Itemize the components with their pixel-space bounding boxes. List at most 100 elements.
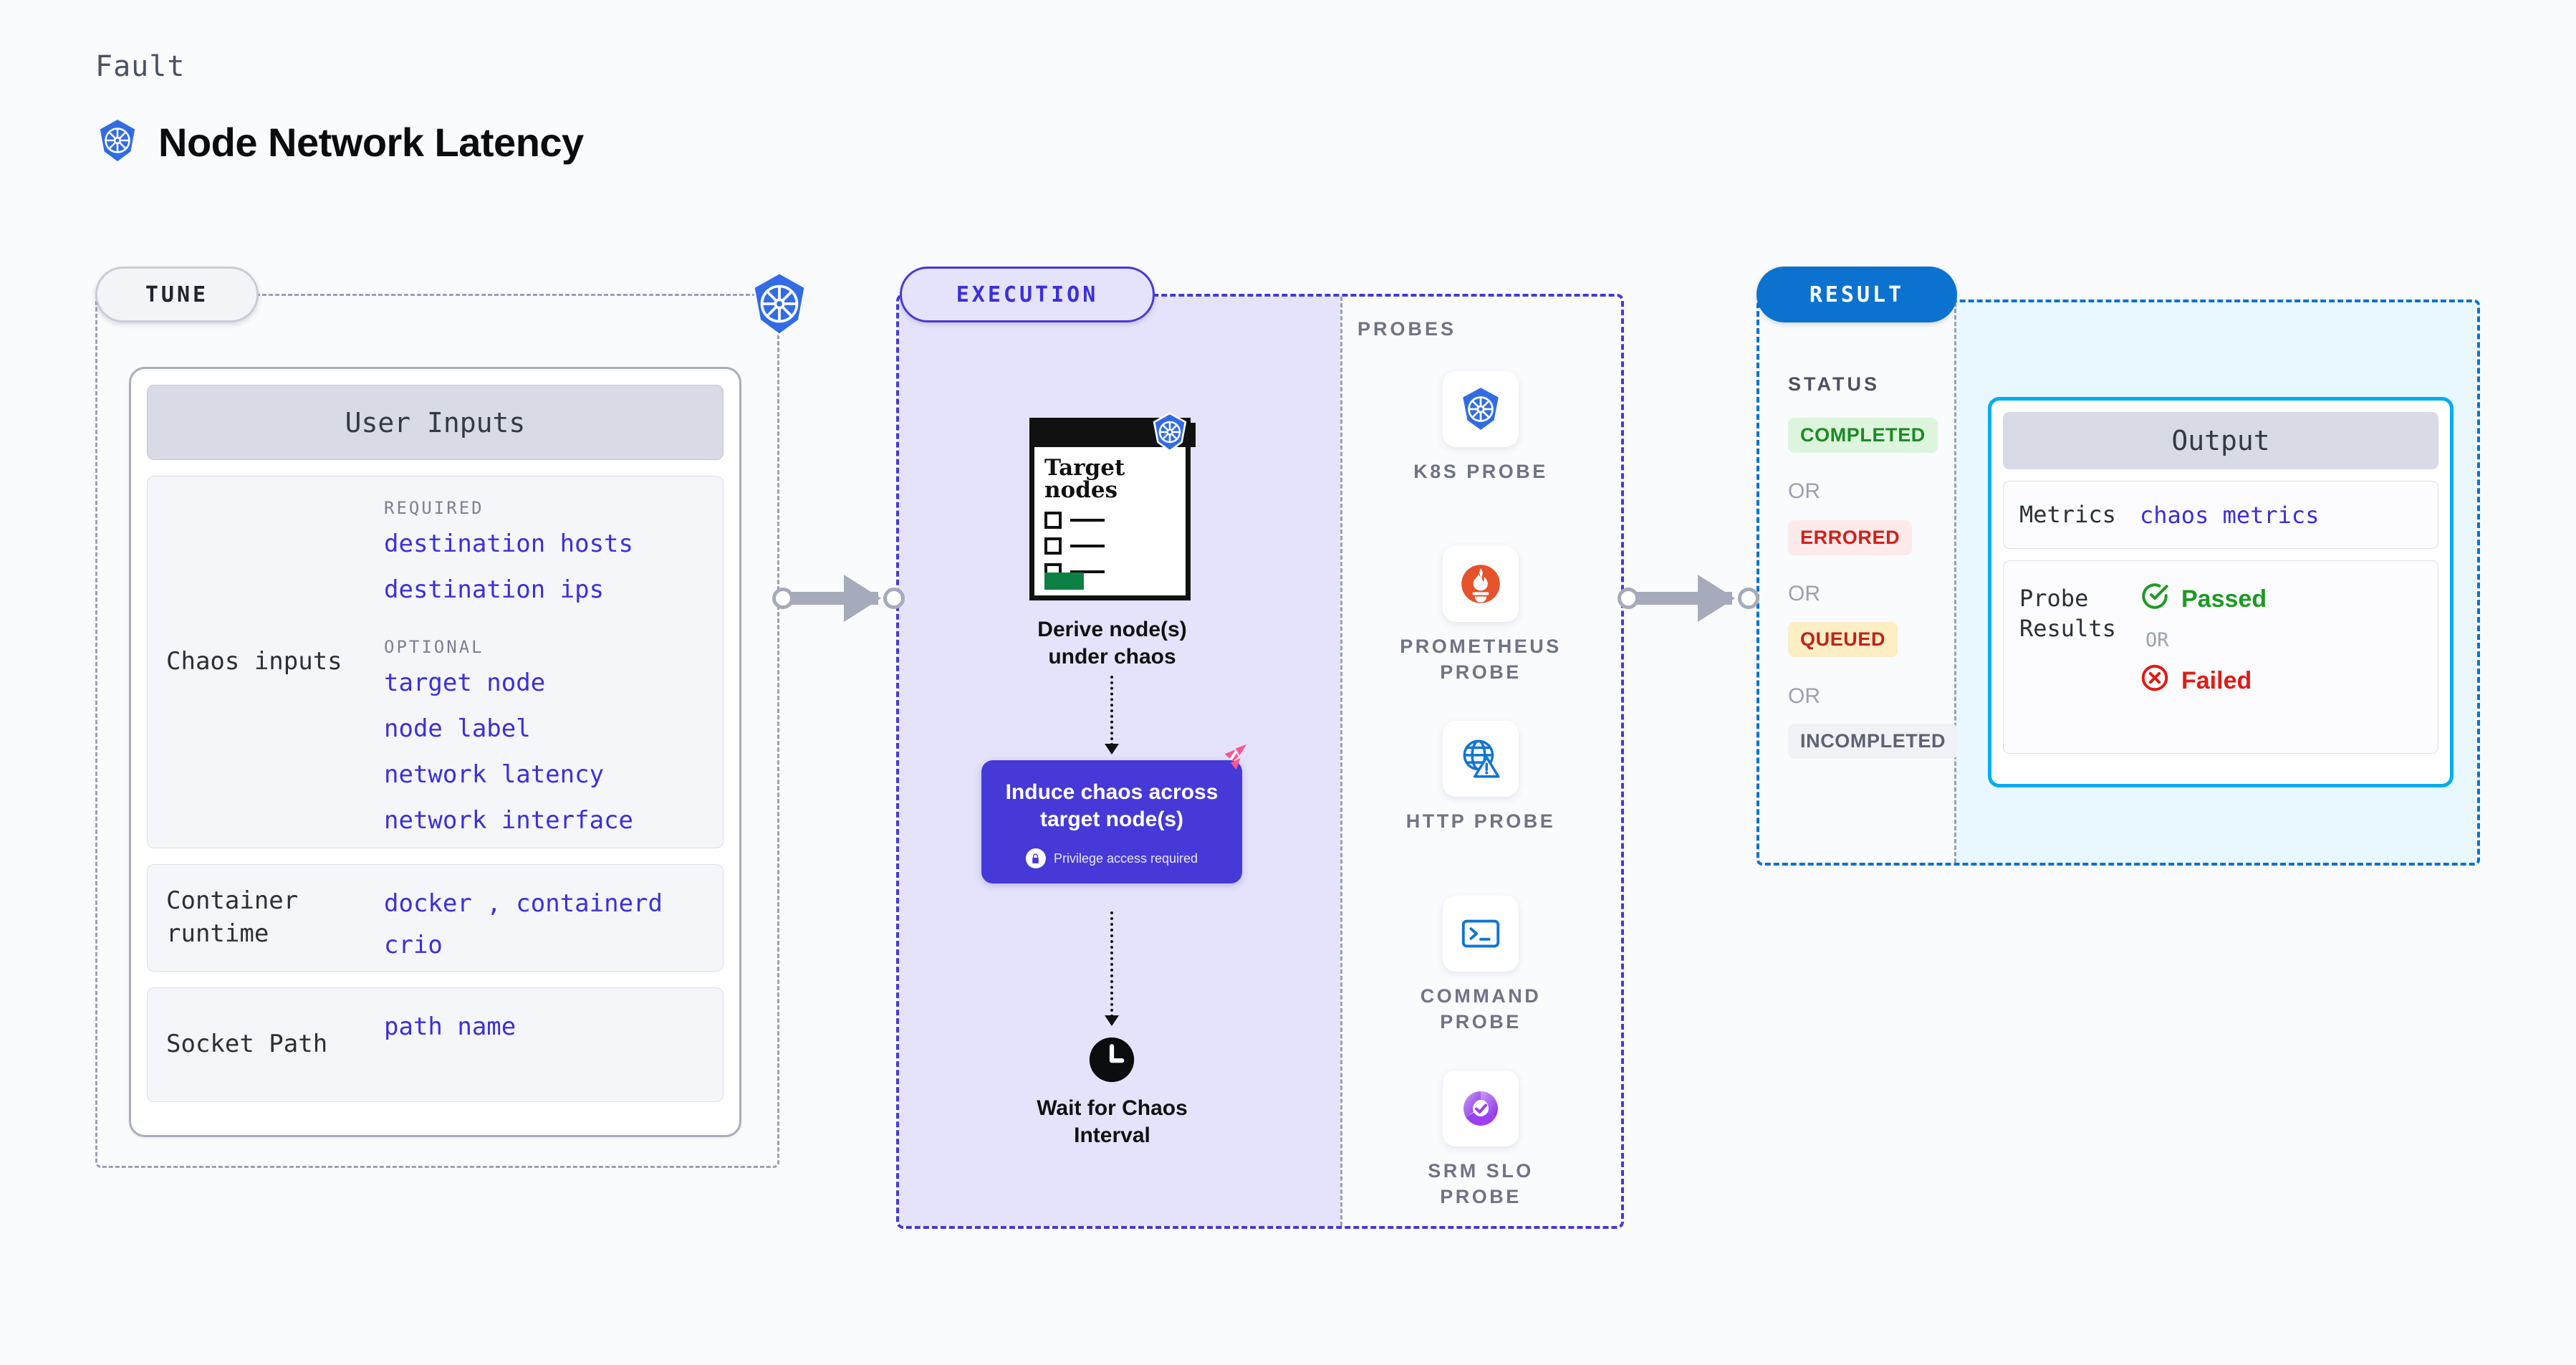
- status-label: STATUS: [1788, 373, 1880, 395]
- value-separator: ,: [486, 889, 501, 918]
- or-label: OR: [1788, 582, 1820, 605]
- status-badge-completed: COMPLETED: [1788, 418, 1938, 453]
- probe-results-label: Probe Results: [2019, 585, 2116, 642]
- chaos-inputs-section: Chaos inputs REQUIRED destination hosts …: [147, 476, 724, 848]
- lock-icon: [1025, 848, 1046, 868]
- input-network-latency[interactable]: network latency: [384, 760, 605, 789]
- probe-result-or: OR: [2145, 629, 2169, 651]
- result-pill[interactable]: RESULT: [1756, 267, 1957, 322]
- user-inputs-card: User Inputs Chaos inputs REQUIRED destin…: [129, 367, 741, 1137]
- checkbox-row: [1044, 537, 1105, 555]
- value-path-name[interactable]: path name: [384, 1012, 516, 1041]
- input-destination-hosts[interactable]: destination hosts: [384, 530, 633, 558]
- result-panel: [1756, 300, 2480, 866]
- page-eyebrow: Fault: [95, 50, 186, 83]
- page-title-row: Node Network Latency: [95, 118, 584, 166]
- probe-http[interactable]: HTTP PROBE: [1340, 721, 1621, 834]
- kubernetes-icon: [1150, 412, 1190, 452]
- status-badge-incompleted: INCOMPLETED: [1788, 724, 1959, 759]
- checkbox-row: [1044, 512, 1105, 529]
- metrics-row: Metrics chaos metrics: [2003, 481, 2438, 549]
- probe-srm-slo-label: SRM SLO PROBE: [1428, 1160, 1534, 1208]
- probe-command[interactable]: COMMAND PROBE: [1340, 896, 1621, 1035]
- output-card: Output Metrics chaos metrics Probe Resul…: [1988, 397, 2454, 787]
- srm-slo-icon: [1443, 1071, 1519, 1146]
- input-node-label[interactable]: node label: [384, 714, 531, 743]
- probe-result-failed: Failed: [2140, 663, 2267, 699]
- probe-srm-slo[interactable]: SRM SLO PROBE: [1340, 1071, 1621, 1210]
- harness-logo-icon: [1216, 742, 1249, 775]
- probe-k8s-label: K8S PROBE: [1413, 461, 1548, 482]
- tune-panel: [95, 294, 779, 1168]
- input-destination-ips[interactable]: destination ips: [384, 575, 605, 604]
- metrics-label: Metrics: [2019, 500, 2116, 528]
- flow-connector-2: [1110, 911, 1113, 1017]
- connector-dot-left: [1618, 588, 1639, 609]
- privilege-note-text: Privilege access required: [1053, 851, 1198, 866]
- probe-k8s[interactable]: K8S PROBE: [1340, 371, 1621, 484]
- target-nodes-title: Target nodes: [1044, 455, 1125, 503]
- status-badge-queued: QUEUED: [1788, 622, 1898, 657]
- socket-path-section: Socket Path path name: [147, 987, 724, 1102]
- execution-panel: [896, 294, 1624, 1229]
- output-title: Output: [2003, 412, 2438, 469]
- value-crio[interactable]: crio: [384, 931, 443, 959]
- input-network-interface[interactable]: network interface: [384, 806, 633, 835]
- probe-prometheus[interactable]: PROMETHEUS PROBE: [1340, 546, 1621, 686]
- kubernetes-icon: [95, 118, 140, 166]
- probe-results-row: Probe Results Passed OR: [2003, 560, 2438, 754]
- probe-prometheus-label: PROMETHEUS PROBE: [1400, 636, 1562, 684]
- value-containerd[interactable]: containerd: [516, 889, 663, 918]
- status-badge-errored: ERRORED: [1788, 520, 1913, 555]
- line-placeholder: [1070, 519, 1105, 522]
- clock-icon: [1087, 1035, 1136, 1084]
- or-label: OR: [1788, 684, 1820, 708]
- probe-command-label: COMMAND PROBE: [1420, 985, 1542, 1033]
- prometheus-icon: [1443, 546, 1519, 622]
- checkbox-icon: [1044, 537, 1062, 555]
- derive-nodes-caption: Derive node(s) under chaos: [1037, 618, 1187, 669]
- line-placeholder: [1070, 570, 1105, 573]
- or-label: OR: [1788, 479, 1820, 503]
- arrow-execution-to-result: [1618, 573, 1761, 623]
- probe-result-passed: Passed: [2140, 581, 2267, 618]
- user-inputs-title: User Inputs: [147, 385, 724, 460]
- required-tag: REQUIRED: [384, 498, 484, 518]
- container-runtime-values-row[interactable]: docker , containerd: [384, 889, 723, 918]
- kubernetes-icon: [746, 271, 812, 337]
- terminal-icon: [1443, 896, 1519, 972]
- target-nodes-illustration: Target nodes: [1029, 412, 1196, 602]
- container-runtime-label: Container runtime: [166, 886, 299, 948]
- result-status-background: [1759, 302, 1954, 863]
- execution-pill[interactable]: EXECUTION: [900, 267, 1155, 322]
- input-target-node[interactable]: target node: [384, 669, 546, 697]
- connector-dot-right: [883, 588, 905, 609]
- flow-connector-1: [1110, 676, 1113, 746]
- induce-chaos-step[interactable]: Induce chaos across target node(s) Privi…: [981, 760, 1242, 883]
- checkbox-icon: [1044, 512, 1062, 529]
- probes-label: PROBES: [1357, 318, 1457, 340]
- chaos-inputs-label: Chaos inputs: [166, 647, 342, 676]
- container-runtime-section: Container runtime docker , containerd cr…: [147, 864, 724, 972]
- line-placeholder: [1070, 545, 1105, 547]
- flow-arrowhead-1: [1105, 744, 1119, 755]
- green-bar: [1044, 573, 1084, 590]
- connector-dot-right: [1738, 588, 1759, 609]
- x-circle-icon: [2140, 663, 2170, 699]
- induce-chaos-title: Induce chaos across target node(s): [1005, 780, 1219, 831]
- http-globe-icon: [1443, 721, 1519, 797]
- tune-pill[interactable]: TUNE: [95, 267, 259, 322]
- wait-interval-caption: Wait for Chaos Interval: [1037, 1096, 1188, 1147]
- kubernetes-icon: [1443, 371, 1519, 447]
- probe-http-label: HTTP PROBE: [1405, 810, 1556, 832]
- flow-arrowhead-2: [1105, 1015, 1119, 1026]
- page-title: Node Network Latency: [158, 120, 584, 165]
- arrow-tune-to-execution: [772, 573, 905, 623]
- connector-dot-left: [772, 588, 794, 609]
- check-circle-icon: [2140, 581, 2170, 618]
- optional-tag: OPTIONAL: [384, 637, 484, 657]
- value-docker[interactable]: docker: [384, 889, 472, 918]
- privilege-note: Privilege access required: [981, 848, 1242, 868]
- metrics-value[interactable]: chaos metrics: [2140, 501, 2320, 529]
- socket-path-label: Socket Path: [166, 1030, 328, 1059]
